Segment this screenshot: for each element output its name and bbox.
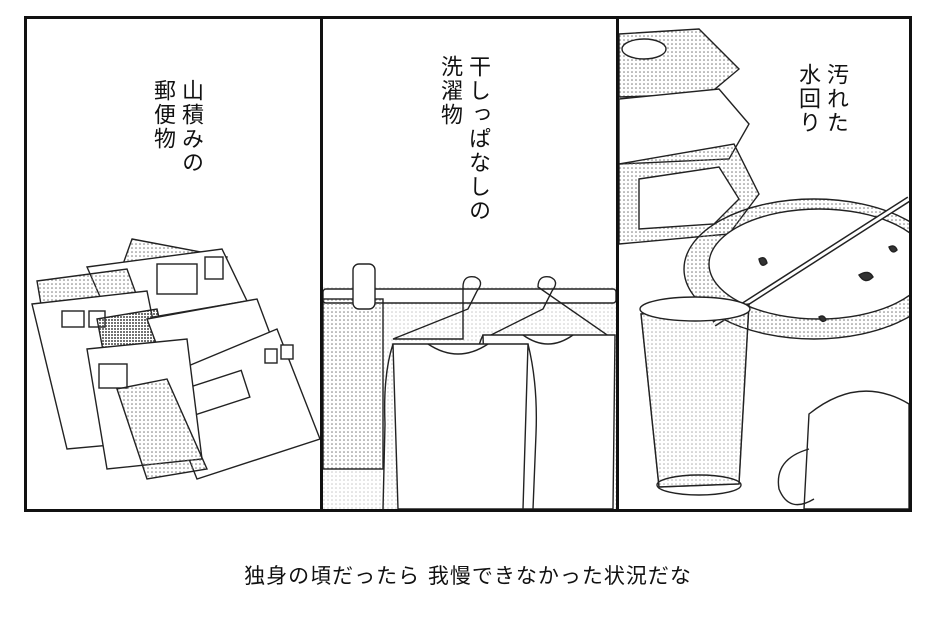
mail-pile-illustration [31, 238, 320, 480]
panel-2-caption: 干しっぱなしの 洗濯物 [437, 55, 490, 223]
panel-laundry: 干しっぱなしの 洗濯物 [323, 19, 616, 509]
comic-page: 山積みの 郵便物 [24, 16, 912, 512]
panel-divider [616, 19, 619, 509]
panel-divider [320, 19, 323, 509]
laundry-illustration [323, 263, 616, 509]
panel-1-caption: 山積みの 郵便物 [150, 79, 203, 175]
bottom-caption: 独身の頃だったら 我慢できなかった状況だな [244, 564, 692, 588]
panel-3-caption: 汚れた 水回り [795, 63, 848, 135]
panel-dirty-dishes: 汚れた 水回り [619, 19, 909, 509]
dishes-illustration [619, 28, 909, 509]
panel-piled-mail: 山積みの 郵便物 [27, 19, 320, 509]
